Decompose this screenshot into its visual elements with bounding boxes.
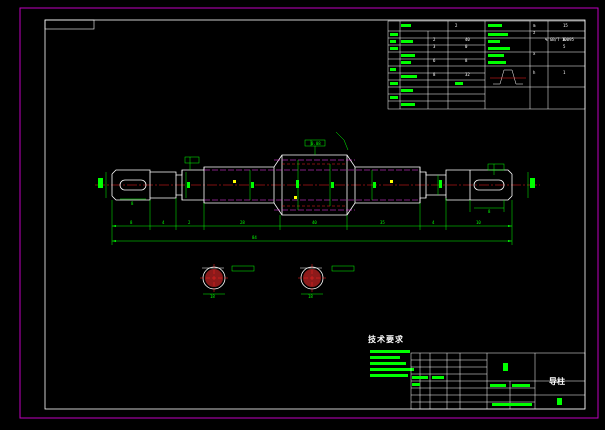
svg-text:8: 8 — [488, 209, 491, 214]
diameter-dimensions — [105, 160, 529, 210]
segment-labels: 8 4 2 28 40 35 4 10 8 8 — [130, 201, 491, 225]
svg-text:z: z — [533, 30, 536, 35]
section-a-size: 18 — [210, 294, 215, 299]
surface-finish-marks — [233, 180, 393, 199]
length-dim-arrows — [112, 225, 512, 242]
svg-text:4: 4 — [162, 220, 165, 225]
section-b-size: 18 — [308, 294, 313, 299]
svg-text:40: 40 — [312, 220, 317, 225]
length-dimensions — [111, 198, 513, 245]
corner-tag-box — [44, 19, 95, 30]
svg-text:8: 8 — [465, 58, 468, 63]
svg-text:x: x — [533, 51, 536, 56]
svg-text:5: 5 — [563, 44, 566, 49]
svg-text:3: 3 — [433, 44, 436, 49]
parameter-table — [387, 20, 586, 110]
gear-tooth-sketch — [490, 69, 526, 85]
svg-text:h: h — [533, 70, 536, 75]
svg-text:28: 28 — [240, 220, 245, 225]
technical-notes — [370, 350, 414, 377]
section-view-a: 18 — [200, 264, 255, 299]
svg-text:6: 6 — [433, 58, 436, 63]
svg-text:4: 4 — [432, 220, 435, 225]
svg-text:32: 32 — [465, 72, 470, 77]
svg-text:8: 8 — [131, 201, 134, 206]
svg-text:% GB/T 10095: % GB/T 10095 — [545, 37, 574, 42]
svg-text:40: 40 — [465, 37, 470, 42]
svg-text:15: 15 — [563, 23, 568, 28]
svg-text:8: 8 — [433, 72, 436, 77]
tolerance-value: 0.08 — [311, 141, 321, 146]
svg-text:8: 8 — [563, 37, 566, 42]
svg-text:1: 1 — [563, 70, 566, 75]
svg-text:2: 2 — [188, 220, 191, 225]
svg-text:10: 10 — [476, 220, 481, 225]
svg-text:m: m — [533, 23, 536, 28]
svg-text:8: 8 — [130, 220, 133, 225]
parameter-table-green-cells — [390, 24, 510, 106]
parameter-table-values: 2 15 2 40 8 3 0 5 6 8 8 32 mz x h % GB/T 10095 1 — [433, 23, 574, 77]
svg-text:2: 2 — [433, 37, 436, 42]
section-view-b: 18 — [298, 264, 355, 299]
geometric-tolerance-frames — [184, 131, 505, 175]
technical-requirements-title: 技术要求 — [368, 335, 404, 344]
inner-border-frame — [44, 19, 586, 410]
part-name: 导柱 — [549, 377, 565, 386]
overall-length-label: 84 — [252, 235, 257, 240]
shaft-outline — [111, 154, 513, 216]
svg-text:0: 0 — [465, 44, 468, 49]
diameter-labels — [98, 178, 535, 188]
gear-pitch-lines — [204, 159, 420, 211]
title-block — [410, 352, 586, 410]
svg-text:2: 2 — [455, 23, 458, 28]
svg-text:35: 35 — [380, 220, 385, 225]
title-block-fills — [412, 363, 562, 406]
outer-sheet-frame — [19, 7, 599, 419]
gear-root-lines — [282, 163, 347, 207]
